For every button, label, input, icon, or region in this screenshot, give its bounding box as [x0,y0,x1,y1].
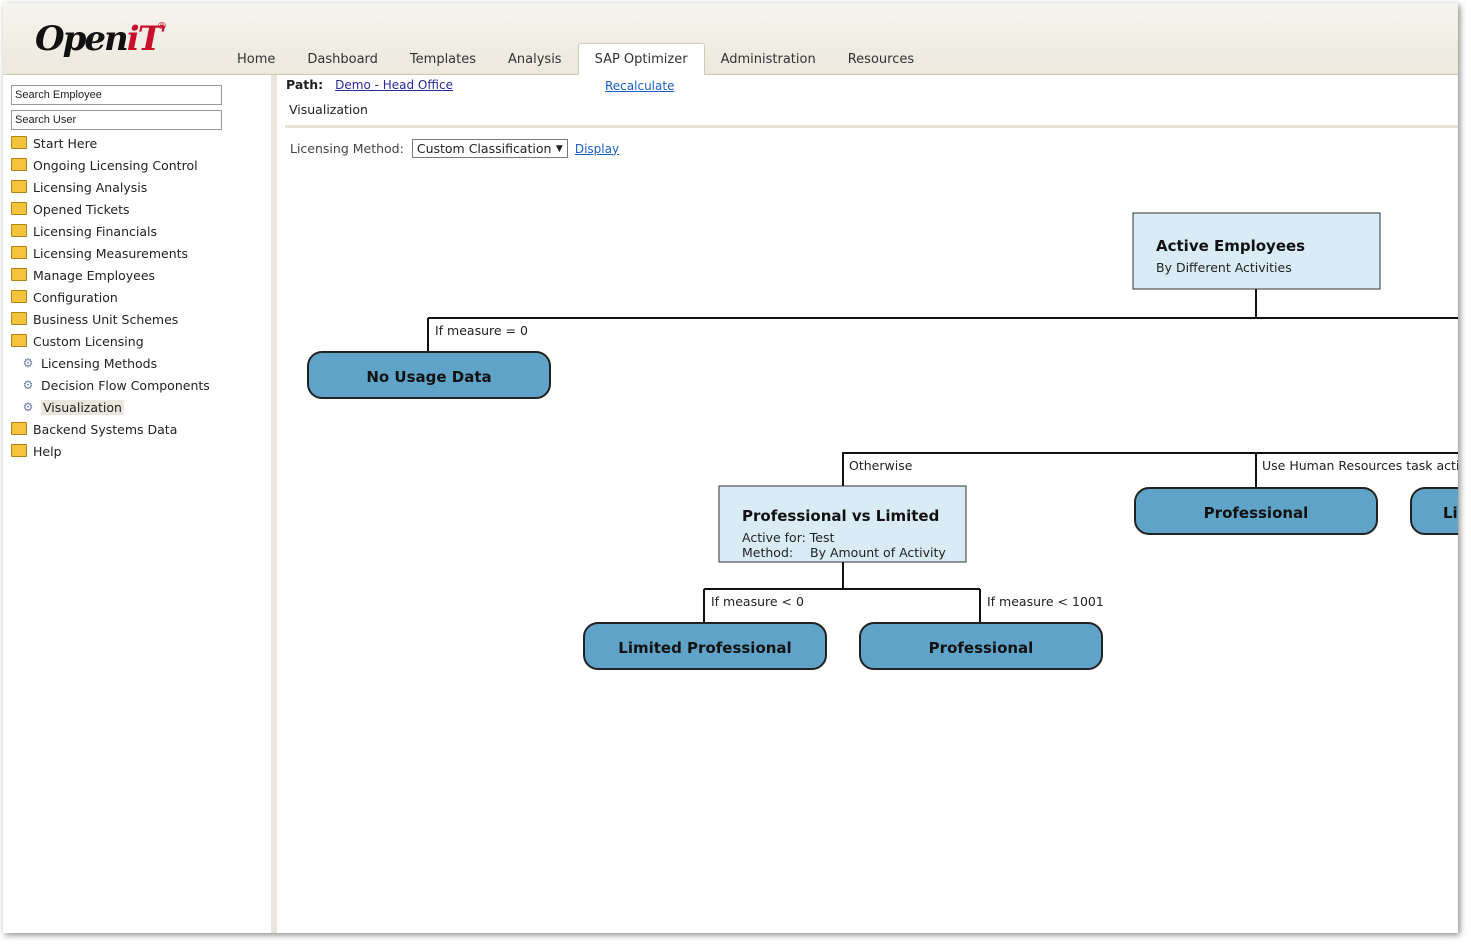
registered-mark: ® [157,21,167,32]
folder-icon [11,201,27,215]
sidebar-item-business-unit-schemes[interactable]: Business Unit Schemes [11,308,210,330]
sidebar-item-ongoing-licensing-control[interactable]: Ongoing Licensing Control [11,154,210,176]
sidebar-item-visualization[interactable]: ⚙Visualization [22,399,124,415]
node-professional[interactable]: Professional [859,622,1103,670]
node-title: Professional [1204,504,1309,522]
sidebar-item-opened-tickets[interactable]: Opened Tickets [11,198,210,220]
node-professional-vs-limited[interactable]: Professional vs Limited Active for: Test… [718,485,967,563]
node-title: Professional vs Limited [742,507,939,525]
tab-administration[interactable]: Administration [720,52,816,67]
licensing-method-select[interactable]: Custom Classification ▼ [411,139,568,158]
sidebar-item-decision-flow-components[interactable]: ⚙Decision Flow Components [22,377,210,393]
gear-icon: ⚙ [22,378,34,392]
licensing-method-label: Licensing Method: [290,141,404,156]
tab-dashboard[interactable]: Dashboard [307,52,378,67]
folder-icon [11,443,27,457]
node-professional-hr[interactable]: Professional [1134,487,1378,535]
sidebar-item-manage-employees[interactable]: Manage Employees [11,264,210,286]
licensing-method-row: Licensing Method: Custom Classification … [290,139,619,158]
node-title: No Usage Data [366,368,491,386]
gear-icon: ⚙ [22,356,34,370]
divider [285,125,1458,128]
folder-icon [11,179,27,193]
tab-resources[interactable]: Resources [847,52,915,67]
edge-label-measure-eq-0: If measure = 0 [435,323,528,338]
path-link-demo-head-office[interactable]: Demo - Head Office [335,78,453,92]
node-active-for: Active for: Test [742,530,835,545]
tab-sap-optimizer[interactable]: SAP Optimizer [577,43,705,76]
search-employee-input[interactable] [11,85,222,105]
node-cut-off[interactable]: Li [1410,487,1458,535]
node-title: Li [1443,504,1458,522]
folder-icon [11,311,27,325]
tab-analysis[interactable]: Analysis [508,52,562,67]
node-subtitle: By Different Activities [1156,260,1292,275]
header-bar: OpeniT ® Home Dashboard Templates Analys… [3,3,1458,76]
folder-open-icon [11,333,27,347]
folder-icon [11,267,27,281]
edge-label-measure-lt-1001: If measure < 1001 [987,594,1104,609]
sidebar: Start Here Ongoing Licensing Control Lic… [3,75,277,933]
sidebar-item-licensing-analysis[interactable]: Licensing Analysis [11,176,210,198]
sidebar-item-configuration[interactable]: Configuration [11,286,210,308]
sidebar-item-custom-licensing[interactable]: Custom Licensing [11,330,210,352]
recalculate-link[interactable]: Recalculate [605,79,675,93]
sidebar-tree: Start Here Ongoing Licensing Control Lic… [11,132,210,462]
edge-label-otherwise: Otherwise [849,458,913,473]
main-content: Path: Demo - Head Office Recalculate Vis… [277,75,1458,933]
node-method-label: Method: [742,545,793,560]
path-label: Path: [286,77,324,92]
folder-icon [11,135,27,149]
tab-home[interactable]: Home [237,52,276,67]
sidebar-item-licensing-measurements[interactable]: Licensing Measurements [11,242,210,264]
search-user-input[interactable] [11,110,222,130]
sidebar-item-start-here[interactable]: Start Here [11,132,210,154]
chevron-down-icon: ▼ [555,143,563,154]
sidebar-item-licensing-methods[interactable]: ⚙Licensing Methods [22,355,158,371]
folder-icon [11,289,27,303]
node-title: Active Employees [1156,237,1305,255]
licensing-method-value: Custom Classification [416,141,552,156]
edge-label-hr-task: Use Human Resources task acti [1262,458,1458,473]
folder-icon [11,157,27,171]
folder-icon [11,223,27,237]
node-limited-professional[interactable]: Limited Professional [583,622,827,670]
sidebar-item-licensing-financials[interactable]: Licensing Financials [11,220,210,242]
node-title: Limited Professional [618,639,791,657]
main-nav-tabs: Home Dashboard Templates Analysis SAP Op… [221,43,930,76]
app-window: OpeniT ® Home Dashboard Templates Analys… [3,3,1458,933]
breadcrumb: Path: Demo - Head Office [286,77,453,92]
page-title: Visualization [289,102,368,117]
logo-accent: iT [126,19,163,59]
node-title: Professional [929,639,1034,657]
sidebar-item-backend-systems-data[interactable]: Backend Systems Data [11,418,210,440]
tab-templates[interactable]: Templates [409,52,477,67]
gear-icon: ⚙ [22,400,34,414]
node-method-value: By Amount of Activity [810,545,946,560]
decision-flow-diagram: If measure = 0 Otherwise Use Human Resou… [307,212,1458,670]
sidebar-item-help[interactable]: Help [11,440,210,462]
display-link[interactable]: Display [574,141,620,156]
node-active-employees[interactable]: Active Employees By Different Activities [1132,212,1381,290]
folder-icon [11,421,27,435]
edge-label-measure-lt-0: If measure < 0 [711,594,804,609]
logo-text: Open [35,19,129,59]
folder-icon [11,245,27,259]
node-no-usage-data[interactable]: No Usage Data [307,351,551,399]
